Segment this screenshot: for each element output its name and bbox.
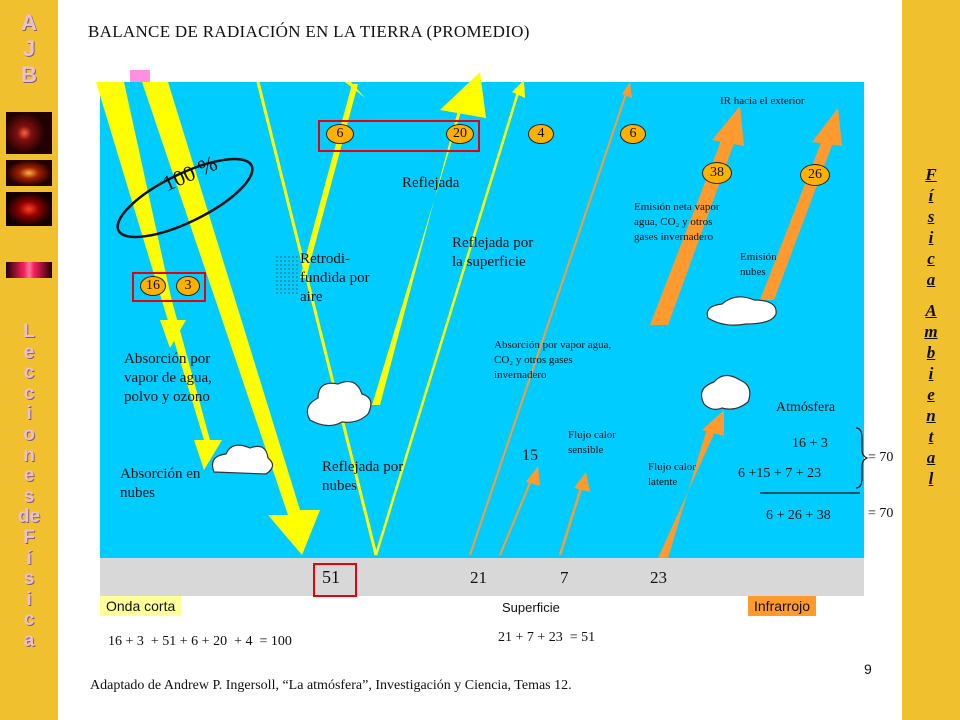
label-reflected-surface: Reflejada por la superficie bbox=[452, 234, 542, 272]
label-ir-outward: IR hacia el exterior bbox=[720, 94, 805, 109]
surface-reflect-head bbox=[512, 80, 525, 98]
badge-16: 16 bbox=[140, 276, 166, 296]
eq-atmosphere-3: 6 + 26 + 38 bbox=[766, 506, 831, 525]
eq-shortwave-total: 16 + 3 + 51 + 6 + 20 + 4 = 100 bbox=[108, 632, 292, 651]
badge-3: 3 bbox=[176, 276, 200, 296]
label-sensible-heat: Flujo calor sensible bbox=[568, 428, 628, 458]
eq-atmosphere-2: 6 +15 + 7 + 23 bbox=[738, 464, 821, 483]
sum-brace bbox=[856, 428, 867, 488]
label-reflected: Reflejada bbox=[402, 174, 459, 193]
badge-4: 4 bbox=[528, 124, 554, 144]
cloud-absorption bbox=[213, 445, 273, 474]
cloud-latent bbox=[702, 375, 750, 409]
eq-total-70-a: = 70 bbox=[868, 448, 893, 467]
sensible-heat-ray bbox=[560, 485, 582, 555]
label-atmosphere: Atmósfera bbox=[776, 398, 835, 417]
label-absorption-vapor: Absorción por vapor de agua, polvo y ozo… bbox=[124, 350, 244, 407]
cloud-emission-head bbox=[812, 108, 842, 146]
value-21: 21 bbox=[470, 568, 487, 587]
cloud-reflection bbox=[307, 382, 371, 426]
label-net-emission: Emisión neta vapor agua, CO₂ y otros gas… bbox=[634, 200, 720, 245]
label-cloud-emission: Emisión nubes bbox=[740, 250, 800, 280]
badge-38: 38 bbox=[702, 162, 732, 184]
tag-infrared: Infrarrojo bbox=[748, 596, 816, 616]
value-51: 51 bbox=[322, 568, 340, 587]
ir-surface-ray bbox=[470, 88, 628, 555]
badge-20: 20 bbox=[446, 124, 474, 144]
value-15: 15 bbox=[522, 446, 538, 465]
backscatter-ray bbox=[300, 84, 358, 278]
label-reflected-clouds: Reflejada por nubes bbox=[322, 458, 412, 496]
eq-surface-total: 21 + 7 + 23 = 51 bbox=[498, 628, 595, 647]
latent-heat-arrow bbox=[658, 425, 718, 558]
tag-shortwave: Onda corta bbox=[100, 596, 181, 616]
value-23: 23 bbox=[650, 568, 667, 587]
eq-atmosphere-1: 16 + 3 bbox=[792, 434, 828, 453]
value-7: 7 bbox=[560, 568, 569, 587]
page-number: 9 bbox=[864, 660, 872, 679]
scatter-dots bbox=[276, 256, 298, 296]
label-backscatter: Retrodi- fundida por aire bbox=[300, 250, 372, 307]
cloud-reflect-head bbox=[440, 72, 486, 118]
cloud-emission bbox=[707, 297, 776, 325]
tag-surface: Superficie bbox=[496, 598, 566, 617]
label-absorption-gases: Absorción por vapor agua, CO₂ y otros ga… bbox=[494, 338, 626, 383]
absorbed-ir-head bbox=[526, 466, 540, 486]
badge-6-backscatter: 6 bbox=[326, 124, 354, 144]
label-latent-heat: Flujo calor latente bbox=[648, 460, 728, 490]
absorbed-ir-ray bbox=[500, 478, 532, 555]
ir-surface-head bbox=[622, 82, 632, 98]
net-emission-head bbox=[712, 106, 744, 146]
latent-heat-head bbox=[702, 410, 724, 436]
sensible-heat-head bbox=[574, 472, 590, 492]
badge-6-window: 6 bbox=[620, 124, 646, 144]
clouds bbox=[213, 297, 777, 474]
badge-26: 26 bbox=[800, 164, 830, 186]
pink-marker bbox=[130, 70, 150, 82]
label-absorption-clouds: Absorción en nubes bbox=[120, 465, 220, 503]
source-footnote: Adaptado de Andrew P. Ingersoll, “La atm… bbox=[90, 678, 572, 694]
eq-total-70-b: = 70 bbox=[868, 504, 893, 523]
